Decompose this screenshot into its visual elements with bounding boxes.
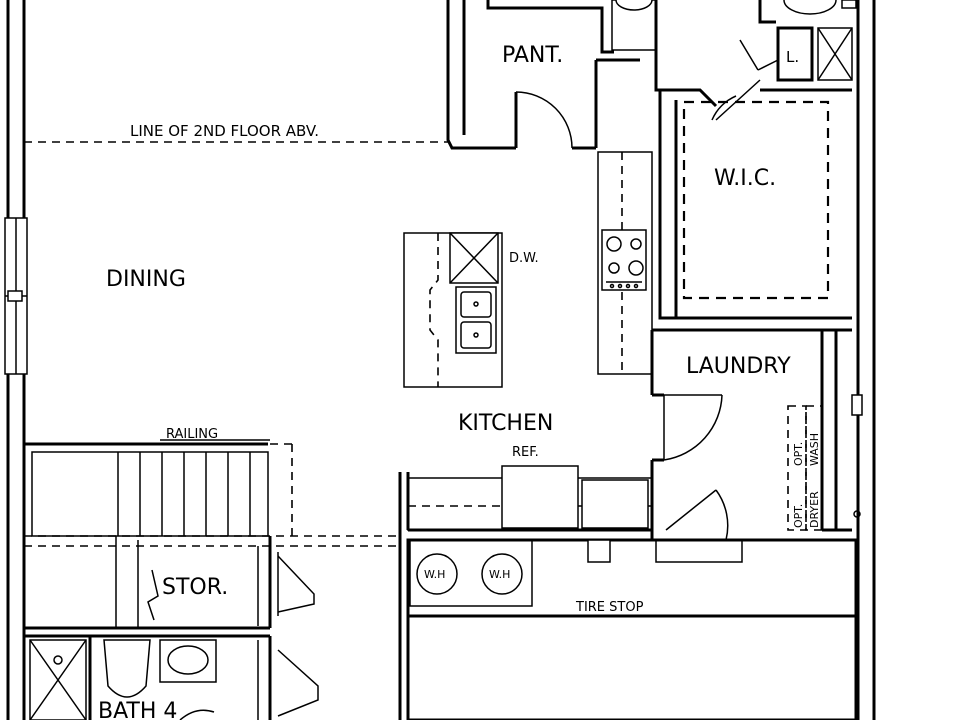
- water-heater-1: [416, 553, 458, 595]
- label-wic: W.I.C.: [714, 166, 776, 191]
- label-second-floor-line: LINE OF 2ND FLOOR ABV.: [130, 122, 319, 140]
- kitchen-island: [403, 232, 503, 388]
- kitchen-south-counter: [398, 465, 653, 720]
- range-counter: [597, 151, 653, 375]
- laundry-garage-door: [655, 489, 743, 563]
- water-heater-2: [481, 553, 523, 595]
- laundry-window: [851, 394, 863, 518]
- linen-closet: [739, 26, 853, 82]
- garage: [406, 538, 858, 720]
- label-pantry: PANT.: [502, 43, 563, 68]
- label-laundry: LAUNDRY: [686, 354, 791, 379]
- label-opt-wash-1: OPT.: [792, 442, 805, 466]
- label-opt-wash-2: WASH: [808, 433, 821, 466]
- pantry-walls: [446, 0, 640, 150]
- storage-walls: [24, 536, 315, 630]
- label-dining: DINING: [106, 267, 186, 292]
- label-railing: RAILING: [166, 427, 218, 442]
- wic-walls: [658, 79, 852, 320]
- laundry-walls: [650, 328, 852, 540]
- label-opt-dryer-2: DRYER: [808, 491, 821, 528]
- label-dishwasher: D.W.: [509, 251, 539, 266]
- upper-bath-fixtures: [611, 0, 857, 108]
- label-tire-stop: TIRE STOP: [575, 600, 644, 615]
- label-opt-dryer-1: OPT.: [792, 504, 805, 528]
- dining-window: [4, 217, 28, 375]
- label-storage: STOR.: [162, 575, 228, 600]
- label-kitchen: KITCHEN: [458, 411, 553, 436]
- label-refrigerator: REF.: [512, 445, 539, 460]
- label-linen: L.: [786, 48, 799, 66]
- label-water-heater-2: W.H: [489, 568, 510, 581]
- bath-walls: [24, 634, 319, 720]
- label-bath: BATH 4: [98, 699, 177, 720]
- label-water-heater-1: W.H: [424, 568, 445, 581]
- stairs: [24, 451, 400, 628]
- railing: [24, 439, 293, 536]
